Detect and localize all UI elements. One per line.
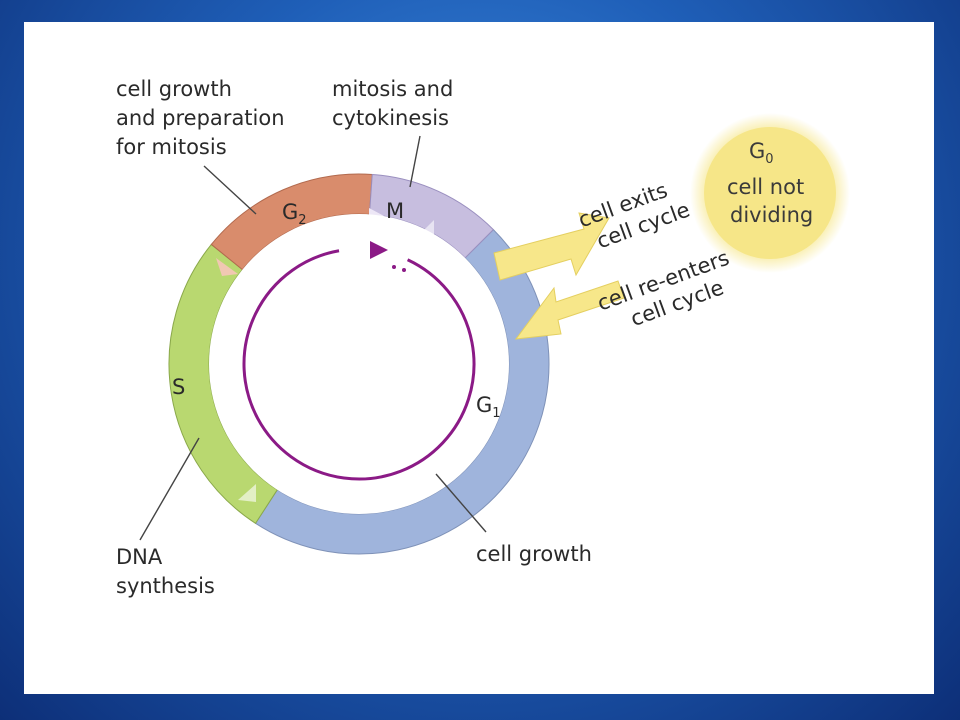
slide-panel: G0 cell not dividing G2 M S G1 cell grow…	[24, 22, 934, 694]
cell-cycle-diagram: G0 cell not dividing G2 M S G1 cell grow…	[116, 77, 850, 598]
svg-text:and preparation: and preparation	[116, 106, 285, 130]
svg-text:mitosis and: mitosis and	[332, 77, 453, 101]
g2-phase-label: G2	[282, 200, 307, 228]
boundary-marker-g2	[216, 258, 238, 276]
g2-description: cell growth and preparation for mitosis	[116, 77, 285, 215]
s-phase-label: S	[172, 375, 185, 399]
svg-text:cytokinesis: cytokinesis	[332, 106, 449, 130]
cycle-dot	[402, 268, 406, 272]
svg-text:synthesis: synthesis	[116, 574, 215, 598]
svg-text:cell growth: cell growth	[116, 77, 232, 101]
boundary-marker-s	[238, 484, 256, 502]
exit-arrow	[493, 212, 610, 281]
g0-line2: dividing	[730, 203, 813, 227]
svg-text:for mitosis: for mitosis	[116, 135, 227, 159]
g1-description: cell growth	[435, 473, 592, 566]
g1-phase-label: G1	[476, 393, 501, 421]
cycle-direction-arrow	[242, 249, 476, 481]
reenter-label: cell re-enters cell cycle	[594, 246, 732, 331]
g0-circle	[704, 127, 836, 259]
ring-inner	[209, 214, 509, 514]
m-description: mitosis and cytokinesis	[332, 77, 453, 188]
m-phase-label: M	[386, 199, 404, 223]
g0-line1: cell not	[727, 175, 804, 199]
svg-text:cell growth: cell growth	[476, 542, 592, 566]
s-description: DNA synthesis	[116, 437, 215, 598]
svg-text:DNA: DNA	[116, 545, 163, 569]
reenter-arrow	[514, 280, 625, 340]
cycle-dot	[392, 265, 396, 269]
g0-label: G0	[749, 139, 774, 167]
cycle-arrowhead	[370, 241, 388, 259]
